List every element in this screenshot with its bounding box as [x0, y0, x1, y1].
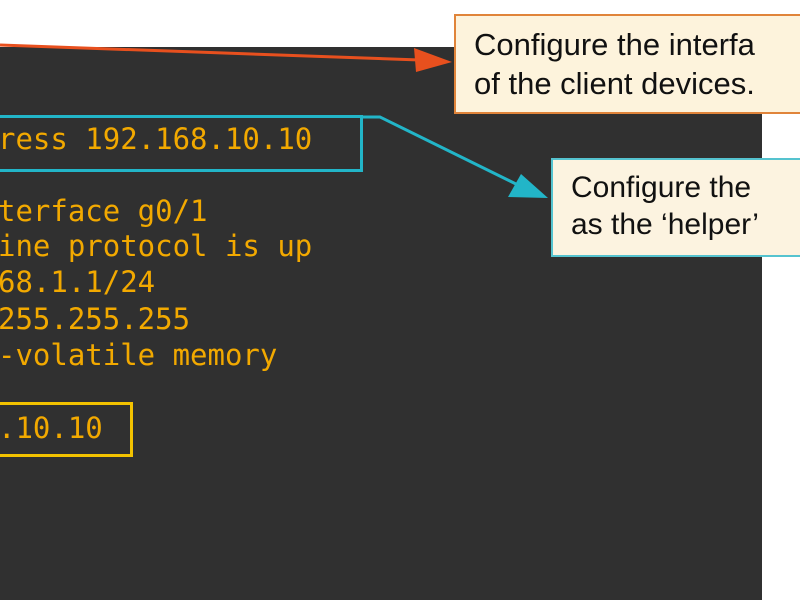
- callout-configure-interface: Configure the interfa of the client devic…: [454, 14, 800, 114]
- callout-helper-line-2: as the ‘helper’: [571, 208, 759, 241]
- callout-helper-line-1: Configure the: [571, 171, 752, 204]
- teal-arrowhead-icon: [508, 174, 548, 198]
- terminal-line-memory: -volatile memory: [0, 338, 278, 372]
- teal-arrow-line: [363, 115, 521, 188]
- terminal-line-protocol: ine protocol is up: [0, 229, 313, 263]
- terminal-line-ip-address: 68.1.1/24: [0, 265, 156, 299]
- terminal-line-broadcast: 255.255.255: [0, 302, 191, 336]
- orange-arrowhead-icon: [414, 48, 452, 72]
- callout-interface-line-2: of the client devices.: [474, 66, 755, 101]
- highlight-box-helper-address: [0, 115, 363, 172]
- terminal-line-server-address: .10.10: [0, 411, 103, 445]
- terminal-line-helper-address: ress 192.168.10.10: [0, 122, 313, 156]
- terminal-line-interface: terface g0/1: [0, 194, 208, 228]
- orange-arrow-line: [0, 43, 421, 62]
- terminal-window: [0, 47, 762, 600]
- callout-interface-line-1: Configure the interfa: [474, 27, 755, 62]
- highlight-box-server-address: [0, 402, 133, 457]
- callout-configure-helper: Configure the as the ‘helper’: [551, 158, 800, 257]
